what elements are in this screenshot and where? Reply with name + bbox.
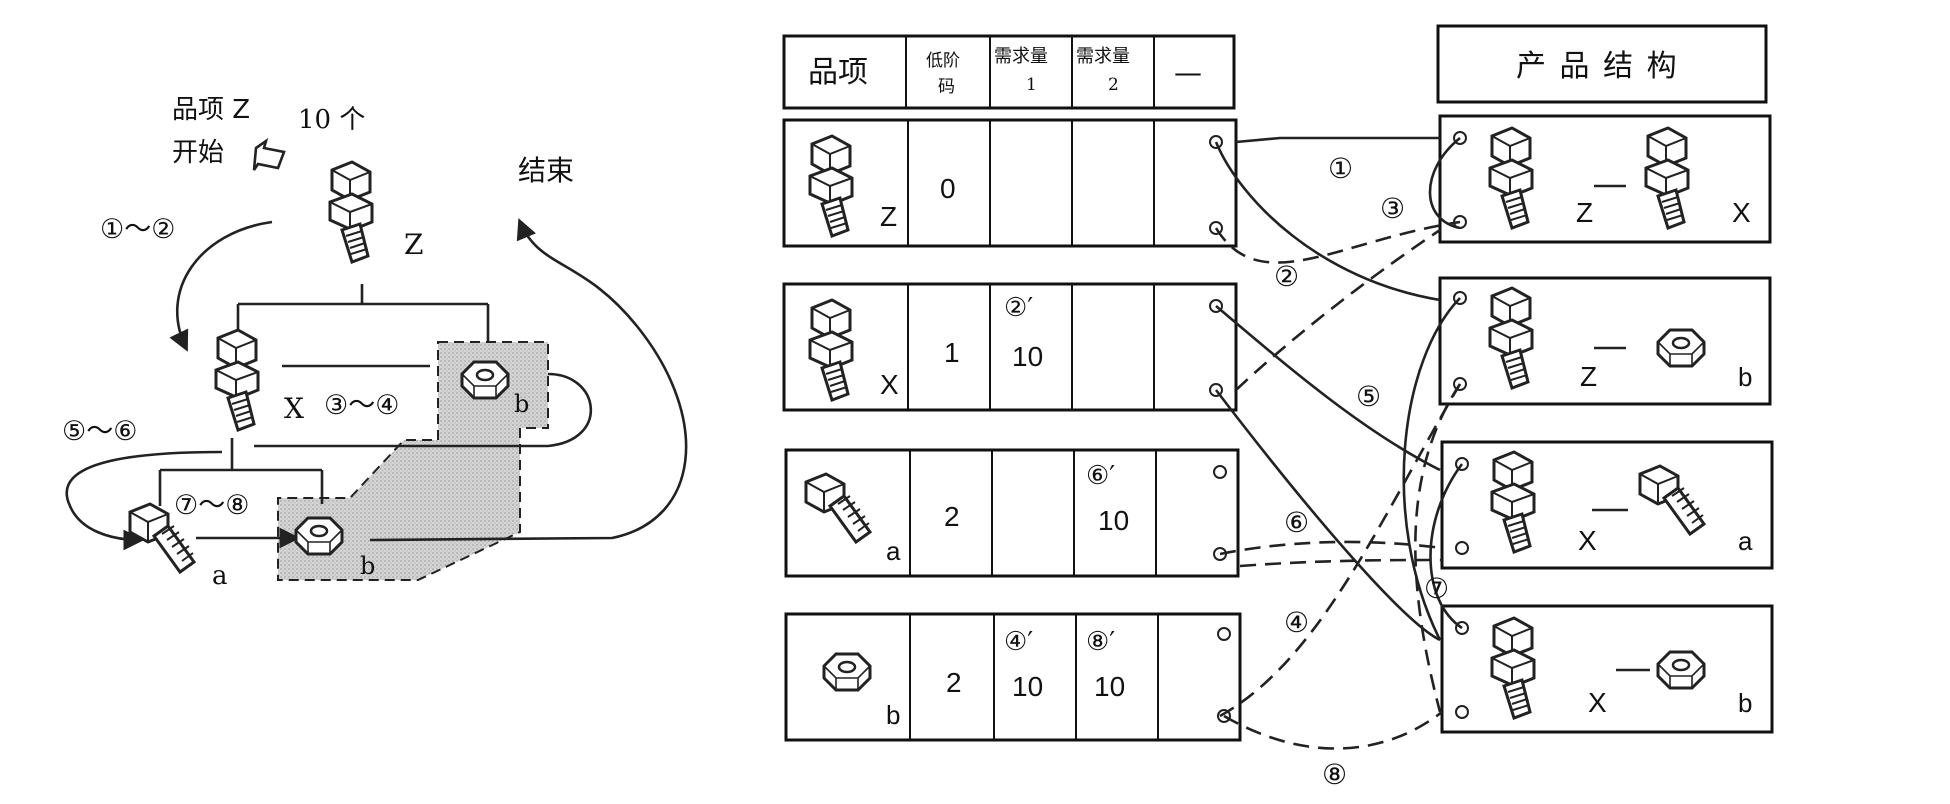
header-item: 品项 — [808, 55, 868, 90]
child-label: X — [1732, 197, 1751, 228]
row-item-label: a — [886, 536, 901, 566]
loop-b-back-to-x — [254, 372, 593, 448]
header-demand-2-num: 2 — [1108, 75, 1119, 95]
parent-label: Z — [1580, 361, 1597, 392]
label-circle-5: ⑤ — [1356, 380, 1381, 413]
link-line-7 — [1429, 463, 1464, 630]
step-1-2-label: ①～② — [100, 214, 175, 245]
label-circle-1: ① — [1328, 152, 1353, 185]
table-header — [782, 34, 1236, 110]
table-row: Z 0 — [782, 118, 1238, 248]
child-nut-icon — [1656, 328, 1706, 368]
label-circle-2: ② — [1274, 260, 1299, 293]
header-demand-2: 需求量 — [1076, 46, 1130, 67]
step-3-4-label: ③～④ — [324, 390, 399, 421]
label-circle-3: ③ — [1380, 192, 1405, 225]
label-circle-4: ④ — [1284, 606, 1309, 639]
item-table: 品项 低阶 码 需求量 1 需求量 2 — Z 0 X — [782, 34, 1242, 742]
table-row: b 2 ④′ 10 ⑧′ 10 — [784, 612, 1242, 742]
link-dash-2 — [1214, 220, 1461, 264]
bolt-nut-icon-x — [214, 328, 260, 432]
label-circle-6: ⑥ — [1284, 506, 1309, 539]
child-label: a — [1738, 526, 1753, 556]
link-labels: ① ② ③ ④ ⑤ ⑥ ⑦ ⑧ — [1274, 152, 1449, 791]
child-label: b — [1738, 362, 1752, 392]
nut-icon-b-bottom — [294, 516, 344, 556]
demand-1-mark: ②′ — [1004, 293, 1033, 323]
link-line-5 — [1215, 305, 1441, 472]
link-line-3 — [1428, 136, 1461, 230]
label-b-top: b — [514, 390, 529, 418]
label-x: X — [284, 392, 304, 425]
product-structure: 产 品 结 构 Z X Z b X a — [1436, 24, 1774, 734]
demand-1-value: 10 — [1012, 341, 1043, 372]
tree-connector-level2 — [158, 438, 324, 506]
row-item-label: Z — [880, 201, 897, 232]
header-demand-1: 需求量 — [994, 46, 1048, 67]
label-circle-7: ⑦ — [1424, 572, 1449, 605]
start-arrow-icon — [252, 137, 286, 171]
header-demand-1-num: 1 — [1026, 75, 1037, 95]
structure-row: Z X — [1438, 114, 1772, 244]
table-row: X 1 ②′ 10 — [782, 282, 1238, 412]
link-dash-3 — [1235, 228, 1441, 391]
link-dash-8 — [1223, 710, 1443, 750]
pointer-dot — [1217, 627, 1231, 641]
row-item-label: b — [886, 700, 900, 730]
step-5-6-label: ⑤～⑥ — [62, 416, 137, 447]
label-z: Z — [404, 228, 423, 261]
child-label: b — [1738, 688, 1752, 718]
tree-connector-level1 — [236, 284, 490, 354]
header-dash: — — [1174, 56, 1202, 89]
header-low-level-2: 码 — [938, 77, 955, 97]
structure-header — [1436, 24, 1768, 104]
left-flow-diagram: 品项 Z 开始 10 个 结束 ①～② ③～④ ⑤～⑥ ⑦～⑧ Z X b a … — [62, 95, 688, 591]
demand-1-mark: ④′ — [1004, 627, 1033, 657]
demand-2-value: 10 — [1098, 505, 1129, 536]
row-low-level: 2 — [946, 667, 962, 698]
demand-2-mark: ⑧′ — [1086, 627, 1115, 657]
table-row: a 2 ⑥′ 10 — [784, 448, 1240, 578]
label-circle-8: ⑧ — [1322, 758, 1347, 791]
child-nut-icon — [1656, 650, 1706, 690]
label-a: a — [212, 561, 228, 591]
link-dash-6 — [1219, 540, 1443, 556]
header-low-level: 低阶 — [926, 51, 960, 71]
arrow-to-a — [65, 450, 223, 551]
bolt-nut-icon-z — [328, 160, 374, 264]
link-line-7b — [1402, 297, 1461, 641]
structure-row: X b — [1440, 604, 1774, 734]
label-b-bottom: b — [360, 552, 375, 580]
step-7-8-label: ⑦～⑧ — [174, 490, 249, 521]
demand-2-mark: ⑥′ — [1086, 461, 1115, 491]
parent-label: X — [1578, 525, 1597, 556]
quantity-label: 10 个 — [298, 105, 365, 135]
row-low-level: 2 — [944, 501, 960, 532]
link-dash-4b — [1219, 383, 1462, 718]
row-item-label: X — [880, 369, 899, 400]
nut-icon-b-top — [460, 360, 510, 400]
start-label-line1: 品项 Z — [172, 95, 250, 125]
start-label-line2: 开始 — [172, 138, 224, 168]
link-line-2 — [1214, 141, 1441, 302]
parent-label: X — [1588, 687, 1607, 718]
link-dash-6b — [1239, 558, 1443, 568]
demand-1-value: 10 — [1012, 671, 1043, 702]
parent-label: Z — [1576, 197, 1593, 228]
end-label: 结束 — [518, 154, 574, 187]
row-low-level: 0 — [940, 173, 956, 204]
structure-row: Z b — [1438, 276, 1772, 406]
link-line-1 — [1235, 136, 1440, 144]
pointer-dot — [1213, 465, 1227, 479]
structure-row: X a — [1440, 440, 1774, 570]
demand-2-value: 10 — [1094, 671, 1125, 702]
shaded-region-b — [277, 341, 549, 581]
structure-header-label: 产 品 结 构 — [1516, 49, 1679, 84]
nut-icon — [822, 652, 872, 692]
pointer-links — [1214, 136, 1464, 750]
row-low-level: 1 — [944, 337, 960, 368]
arrow-z-to-x — [169, 220, 273, 352]
arrow-to-end — [369, 218, 688, 542]
